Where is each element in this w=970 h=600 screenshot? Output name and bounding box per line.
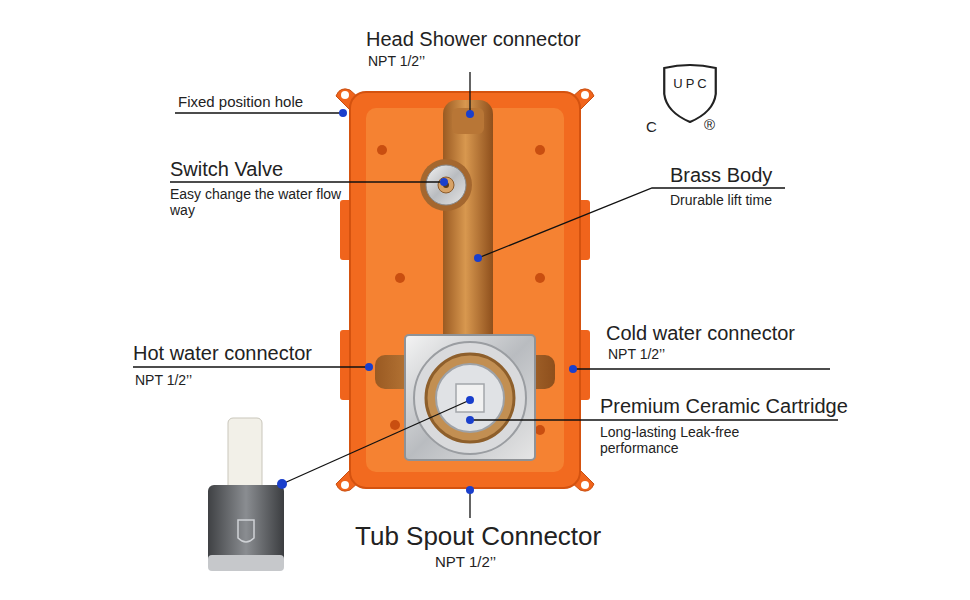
- callout-label: Tub Spout Connector: [355, 522, 601, 552]
- callout-label: Brass Body: [670, 164, 772, 187]
- shield-text: UPC: [662, 76, 718, 91]
- callout-label: Long-lasting Leak-free performance: [600, 424, 750, 456]
- shield-outline: [662, 64, 718, 124]
- callout-label: C: [646, 118, 657, 135]
- callout-label: NPT 1/2’’: [435, 553, 496, 570]
- callout-label: Easy change the water flow way: [170, 186, 342, 218]
- callout-label: NPT 1/2’’: [368, 53, 425, 69]
- callout-label: Fixed position hole: [178, 93, 303, 110]
- callout-label: Cold water connector: [606, 322, 795, 345]
- callout-label: NPT 1/2’’: [608, 346, 665, 362]
- certification-shield: UPC: [662, 64, 718, 124]
- callout-label: ®: [704, 116, 715, 133]
- callout-label: Drurable lift time: [670, 192, 772, 208]
- callout-label: NPT 1/2’’: [135, 372, 192, 388]
- callout-label: Head Shower connector: [366, 28, 581, 51]
- callout-label: Premium Ceramic Cartridge: [600, 395, 848, 418]
- callout-label: Hot water connector: [133, 342, 312, 365]
- callout-label: Switch Valve: [170, 158, 283, 181]
